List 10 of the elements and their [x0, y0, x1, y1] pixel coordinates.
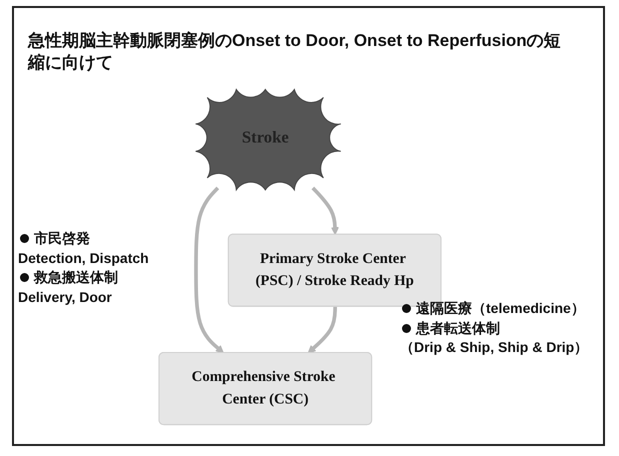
arrow [194, 186, 224, 354]
bullet-text: 患者転送体制 [416, 320, 500, 336]
arrow [311, 186, 340, 235]
note-text: （Drip & Ship, Ship & Drip） [400, 339, 588, 355]
title: 急性期脳主幹動脈閉塞例のOnset to Door, Onset to Reperfusionの短縮に向けて [28, 30, 562, 74]
bullet-text: 救急搬送体制 [34, 269, 118, 285]
bullet-text: 市民啓発 [34, 230, 90, 246]
arrow [308, 306, 337, 354]
note-text: Delivery, Door [18, 288, 112, 304]
note-text: Detection, Dispatch [18, 250, 149, 266]
